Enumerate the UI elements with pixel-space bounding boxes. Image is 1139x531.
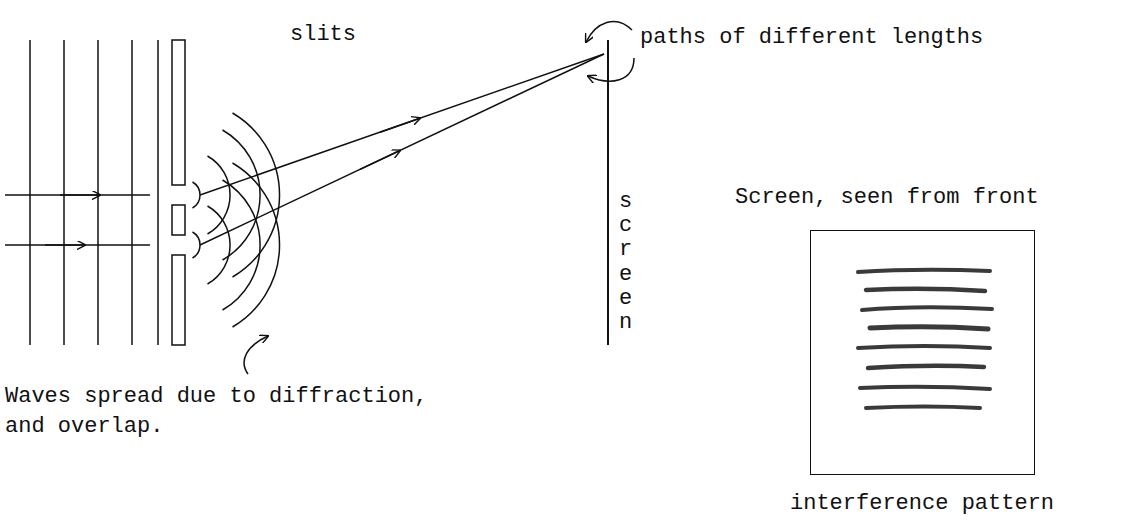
wavefront	[29, 40, 31, 345]
pointer-arrow	[588, 58, 634, 81]
barrier	[172, 40, 185, 185]
barrier	[172, 205, 185, 235]
screen-front-view: Screen, seen from front interference patt…	[730, 185, 1059, 517]
pointer-arrow	[586, 21, 632, 42]
wavefront	[131, 40, 133, 345]
wavefront	[97, 40, 99, 345]
diffracted-wave	[193, 182, 201, 208]
ray-arrow	[45, 244, 85, 246]
path-line	[200, 54, 604, 195]
waves-note: Waves spread due to diffraction, and ove…	[5, 382, 450, 442]
diffracted-wave	[193, 232, 201, 258]
path-arrow	[360, 151, 400, 170]
wavefront	[63, 40, 65, 345]
fringes	[858, 270, 992, 408]
screen-line	[607, 40, 609, 345]
screen-frame	[810, 230, 1035, 475]
ray	[5, 244, 150, 246]
barrier	[172, 255, 185, 345]
view-heading: Screen, seen from front	[730, 185, 1059, 211]
wavefront	[157, 40, 159, 345]
ray-arrow	[60, 194, 100, 196]
screen-label: screen	[619, 190, 641, 335]
diffracted-wave	[233, 163, 280, 327]
paths-label: paths of different lengths	[640, 23, 1100, 53]
pointer-arrow	[244, 336, 268, 374]
diffracted-wave	[223, 180, 261, 310]
diffracted-wave	[233, 113, 280, 277]
view-caption: interference pattern	[730, 491, 1059, 517]
path-line	[200, 54, 604, 245]
slits-label: slits	[290, 20, 410, 50]
ray	[5, 194, 150, 196]
diffracted-wave	[208, 156, 231, 234]
path-arrow	[380, 118, 420, 132]
diffracted-wave	[208, 206, 231, 284]
